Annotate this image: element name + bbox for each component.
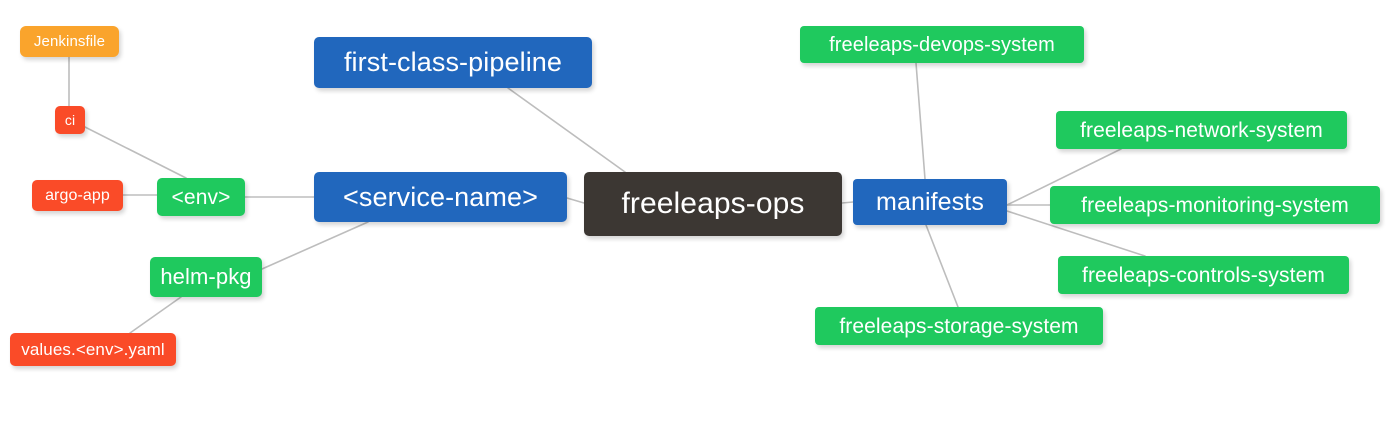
node-argo-app[interactable]: argo-app <box>32 180 123 211</box>
node-label-freeleaps-controls-system: freeleaps-controls-system <box>1082 263 1325 287</box>
node-label-env: <env> <box>171 185 231 209</box>
node-Jenkinsfile[interactable]: Jenkinsfile <box>20 26 119 57</box>
edge-manifests-to-freeleaps-storage-system <box>925 224 959 308</box>
node-label-freeleaps-monitoring-system: freeleaps-monitoring-system <box>1081 193 1349 217</box>
edge-service-name-to-helm-pkg <box>261 221 369 270</box>
edge-manifests-to-freeleaps-devops-system <box>915 62 926 180</box>
node-freeleaps-storage-system[interactable]: freeleaps-storage-system <box>815 307 1103 345</box>
node-freeleaps-network-system[interactable]: freeleaps-network-system <box>1056 111 1347 149</box>
node-label-argo-app: argo-app <box>45 186 110 204</box>
node-label-manifests: manifests <box>876 187 984 216</box>
edge-helm-pkg-to-values.<env>.yaml <box>129 296 182 334</box>
node-freeleaps-monitoring-system[interactable]: freeleaps-monitoring-system <box>1050 186 1380 224</box>
node-freeleaps-devops-system[interactable]: freeleaps-devops-system <box>800 26 1084 63</box>
node-label-freeleaps-network-system: freeleaps-network-system <box>1080 118 1323 142</box>
node-label-service-name: <service-name> <box>343 181 538 212</box>
edge-freeleaps-ops-to-first-class-pipeline <box>507 87 626 173</box>
node-env[interactable]: <env> <box>157 178 245 216</box>
node-freeleaps-ops[interactable]: freeleaps-ops <box>584 172 842 236</box>
node-manifests[interactable]: manifests <box>853 179 1007 225</box>
node-label-freeleaps-ops: freeleaps-ops <box>621 187 805 220</box>
node-helm-pkg[interactable]: helm-pkg <box>150 257 262 297</box>
node-ci[interactable]: ci <box>55 106 85 134</box>
node-label-freeleaps-devops-system: freeleaps-devops-system <box>829 33 1055 56</box>
node-values.<env>.yaml[interactable]: values.<env>.yaml <box>10 333 176 366</box>
node-first-class-pipeline[interactable]: first-class-pipeline <box>314 37 592 88</box>
node-label-ci: ci <box>64 112 76 128</box>
node-label-helm-pkg: helm-pkg <box>160 264 252 289</box>
node-service-name[interactable]: <service-name> <box>314 172 567 222</box>
node-label-freeleaps-storage-system: freeleaps-storage-system <box>839 314 1079 338</box>
node-label-values.<env>.yaml: values.<env>.yaml <box>21 340 165 359</box>
edge-env-to-ci <box>84 126 187 179</box>
edge-freeleaps-ops-to-manifests <box>841 201 854 204</box>
node-label-Jenkinsfile: Jenkinsfile <box>33 33 106 50</box>
node-label-first-class-pipeline: first-class-pipeline <box>343 47 563 77</box>
node-freeleaps-controls-system[interactable]: freeleaps-controls-system <box>1058 256 1349 294</box>
edge-freeleaps-ops-to-service-name <box>566 197 585 204</box>
